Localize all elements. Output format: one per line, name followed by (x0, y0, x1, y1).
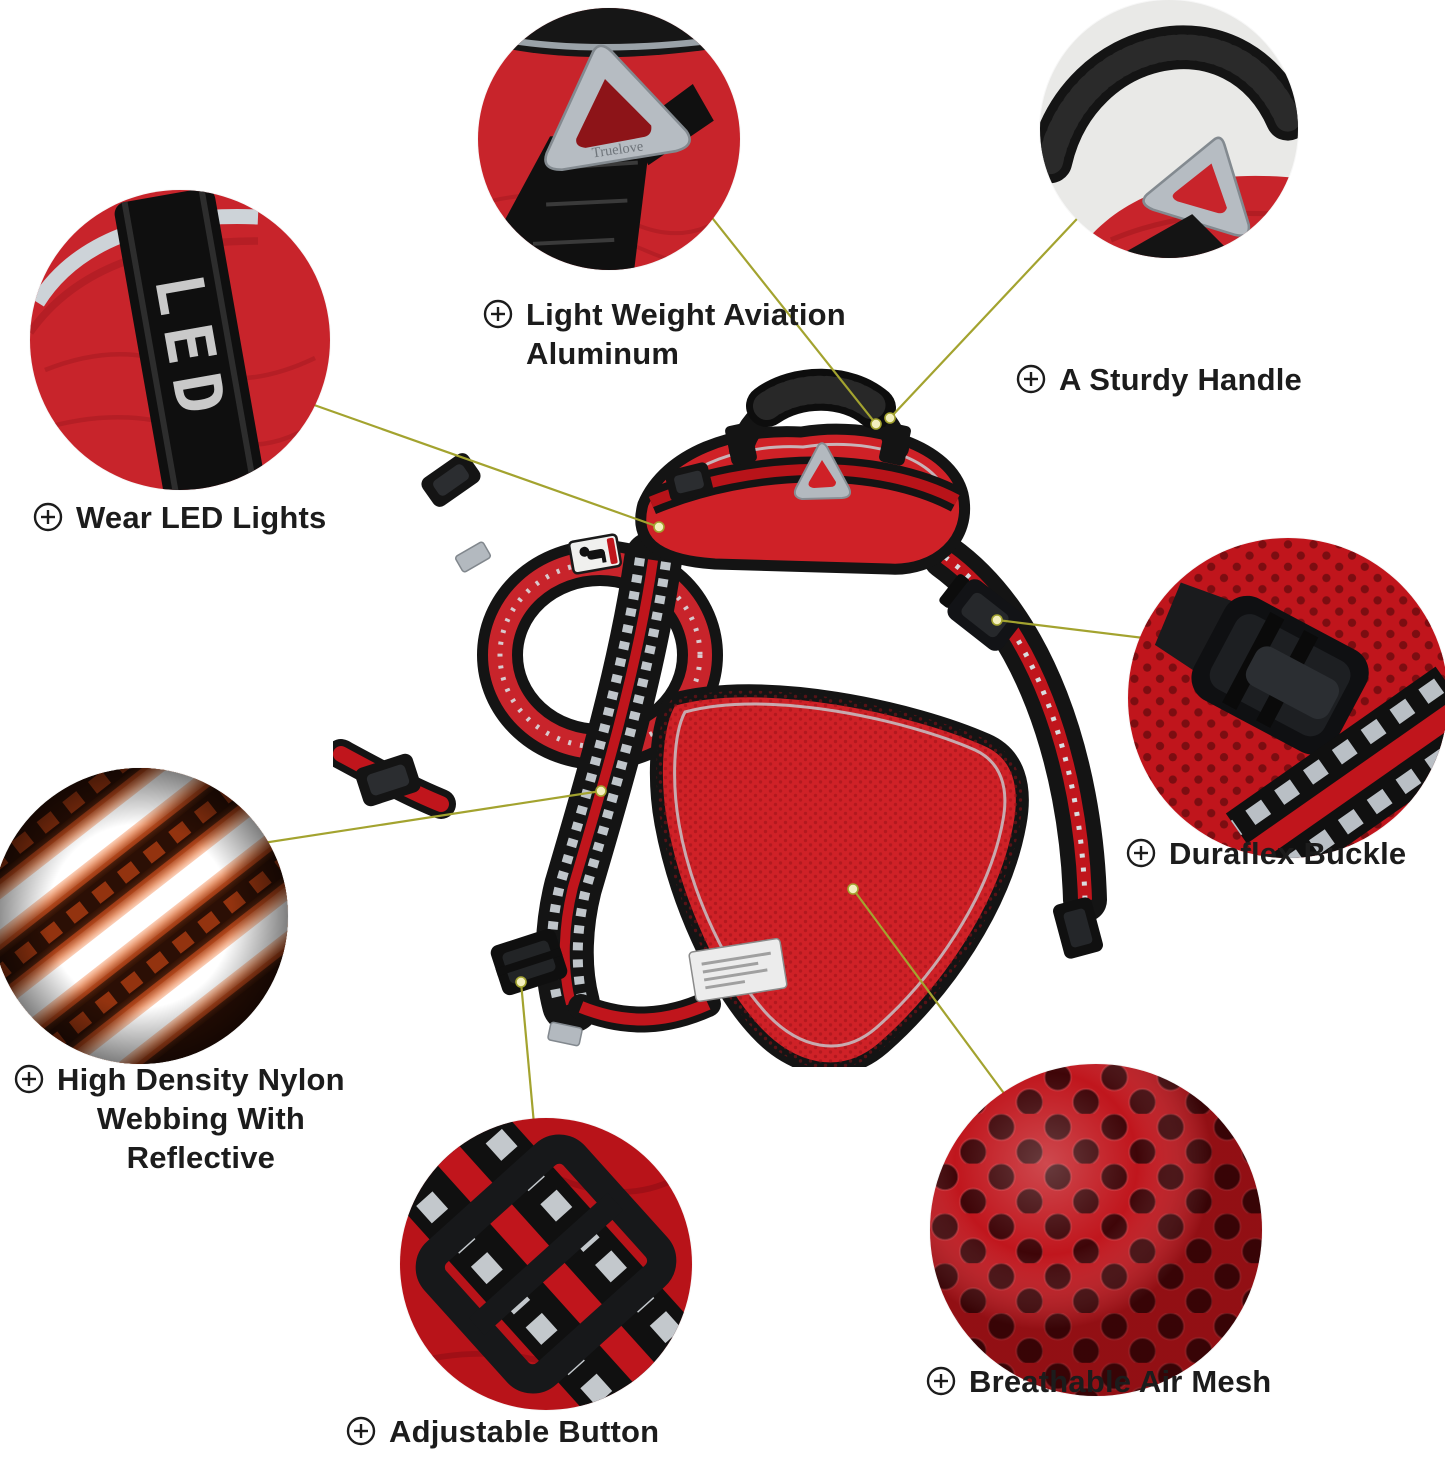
aluminum-d-ring (793, 442, 852, 501)
plus-circle-icon (1126, 838, 1156, 868)
harness-photo (326, 352, 1113, 1076)
label-line: High Density Nylon (57, 1062, 345, 1097)
buckle-body (1154, 582, 1369, 755)
label-text: Light Weight Aviation Aluminum (526, 295, 846, 373)
label-line: Webbing With (96, 1101, 305, 1137)
plus-circle-icon (483, 299, 513, 329)
label-line: Wear LED Lights (76, 500, 327, 535)
brand-patch (567, 533, 623, 575)
led-strap: LED (114, 190, 268, 490)
front-chest-strap (535, 531, 682, 1033)
nylon-webbing-label: High Density Nylon Webbing With Reflecti… (14, 1060, 345, 1177)
label-line: Light Weight Aviation (526, 297, 846, 332)
label-text: Adjustable Button (389, 1412, 659, 1451)
label-line: Breathable Air Mesh (969, 1364, 1272, 1399)
label-text: A Sturdy Handle (1059, 360, 1302, 399)
harness-illustration (326, 368, 1107, 1076)
plus-circle-icon (346, 1416, 376, 1446)
label-line: Adjustable Button (389, 1414, 660, 1449)
reflective-webbing-photo (0, 768, 288, 1064)
label-line: Duraflex Buckle (1169, 836, 1407, 871)
duraflex-buckle-label: Duraflex Buckle (1126, 834, 1406, 873)
slider-and-webbing (400, 1118, 692, 1410)
air-mesh-label: Breathable Air Mesh (926, 1362, 1271, 1401)
left-metal-loop (454, 541, 492, 573)
plus-circle-icon (1016, 364, 1046, 394)
label-text: Breathable Air Mesh (969, 1362, 1271, 1401)
adjustable-button-photo (400, 1118, 692, 1410)
duraflex-buckle-photo (1128, 538, 1445, 858)
label-text: High Density Nylon Webbing With Reflecti… (57, 1060, 345, 1177)
left-clasp (421, 453, 481, 507)
aviation-aluminum-photo: Truelove (478, 8, 740, 270)
front-strap-adjuster (490, 928, 568, 996)
label-line: Aluminum (526, 336, 680, 372)
led-lights-label: Wear LED Lights (33, 498, 326, 537)
front-metal-loop (547, 1021, 583, 1047)
brand-engraving: Truelove (591, 138, 644, 161)
label-text: Duraflex Buckle (1169, 834, 1406, 873)
care-label (688, 937, 788, 1003)
right-strap-adjuster (1053, 897, 1103, 959)
label-line: Reflective (126, 1140, 276, 1176)
label-line: A Sturdy Handle (1059, 362, 1302, 397)
aluminum-triangle-ring: Truelove (544, 44, 691, 172)
left-lower-strap (326, 739, 456, 819)
plus-circle-icon (14, 1064, 44, 1094)
plus-circle-icon (926, 1366, 956, 1396)
sturdy-handle-photo (1040, 0, 1298, 258)
sturdy-handle-label: A Sturdy Handle (1016, 360, 1302, 399)
adjustable-button-label: Adjustable Button (346, 1412, 659, 1451)
label-text: Wear LED Lights (76, 498, 326, 537)
led-webbing-photo: LED (30, 190, 330, 490)
aviation-aluminum-label: Light Weight Aviation Aluminum (483, 295, 846, 373)
handle-triangle-ring (1142, 136, 1251, 237)
bottom-connector-strap (568, 991, 721, 1033)
plus-circle-icon (33, 502, 63, 532)
air-mesh-photo (930, 1064, 1262, 1396)
